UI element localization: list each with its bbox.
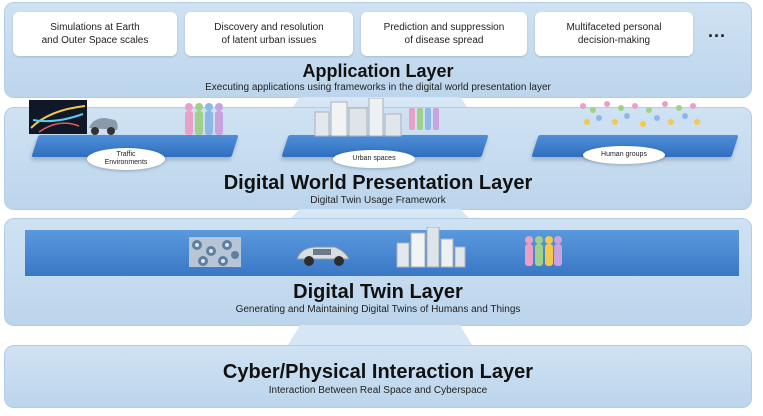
platform-label-urban: Urban spaces — [333, 150, 415, 168]
application-layer-title: Application Layer — [302, 61, 454, 81]
application-layer-subtitle: Executing applications using frameworks … — [205, 82, 551, 93]
digital-twin-layer-subtitle: Generating and Maintaining Digital Twins… — [235, 304, 521, 315]
traffic-icon — [29, 100, 118, 135]
layer-connector — [290, 209, 470, 219]
layer-connector — [288, 325, 472, 345]
car-icon — [296, 246, 350, 266]
cyber-physical-layer-title: Cyber/Physical Interaction Layer — [222, 361, 534, 383]
platform-label-human: Human groups — [583, 146, 665, 164]
platform-label-traffic: Traffic Environments — [87, 148, 165, 170]
app-box-simulations: Simulations at Earth and Outer Space sca… — [13, 12, 177, 56]
network-icon — [189, 237, 241, 267]
app-box-disease-spread: Prediction and suppression of disease sp… — [361, 12, 527, 56]
digital-world-layer-subtitle: Digital Twin Usage Framework — [310, 195, 446, 206]
app-box-decision-making: Multifaceted personal decision-making — [535, 12, 693, 56]
crowd-icon — [580, 101, 700, 127]
buildings-icon — [396, 227, 466, 268]
digital-world-presentation-layer: Traffic Environments Urban spaces Human … — [4, 98, 752, 210]
digital-twin-band — [25, 230, 739, 276]
buildings-icon — [314, 98, 439, 137]
digital-twin-layer: Digital Twin Layer Generating and Mainta… — [4, 218, 752, 326]
people-icon — [185, 103, 223, 135]
people-icon — [525, 236, 562, 266]
app-box-urban-issues: Discovery and resolution of latent urban… — [185, 12, 353, 56]
cyber-physical-interaction-layer: Cyber/Physical Interaction Layer Interac… — [4, 345, 752, 408]
more-ellipsis: ... — [708, 21, 727, 41]
application-layer: Simulations at Earth and Outer Space sca… — [4, 2, 752, 98]
cyber-physical-layer-subtitle: Interaction Between Real Space and Cyber… — [268, 385, 488, 396]
digital-twin-layer-title: Digital Twin Layer — [293, 281, 463, 303]
digital-world-layer-title: Digital World Presentation Layer — [223, 172, 533, 194]
